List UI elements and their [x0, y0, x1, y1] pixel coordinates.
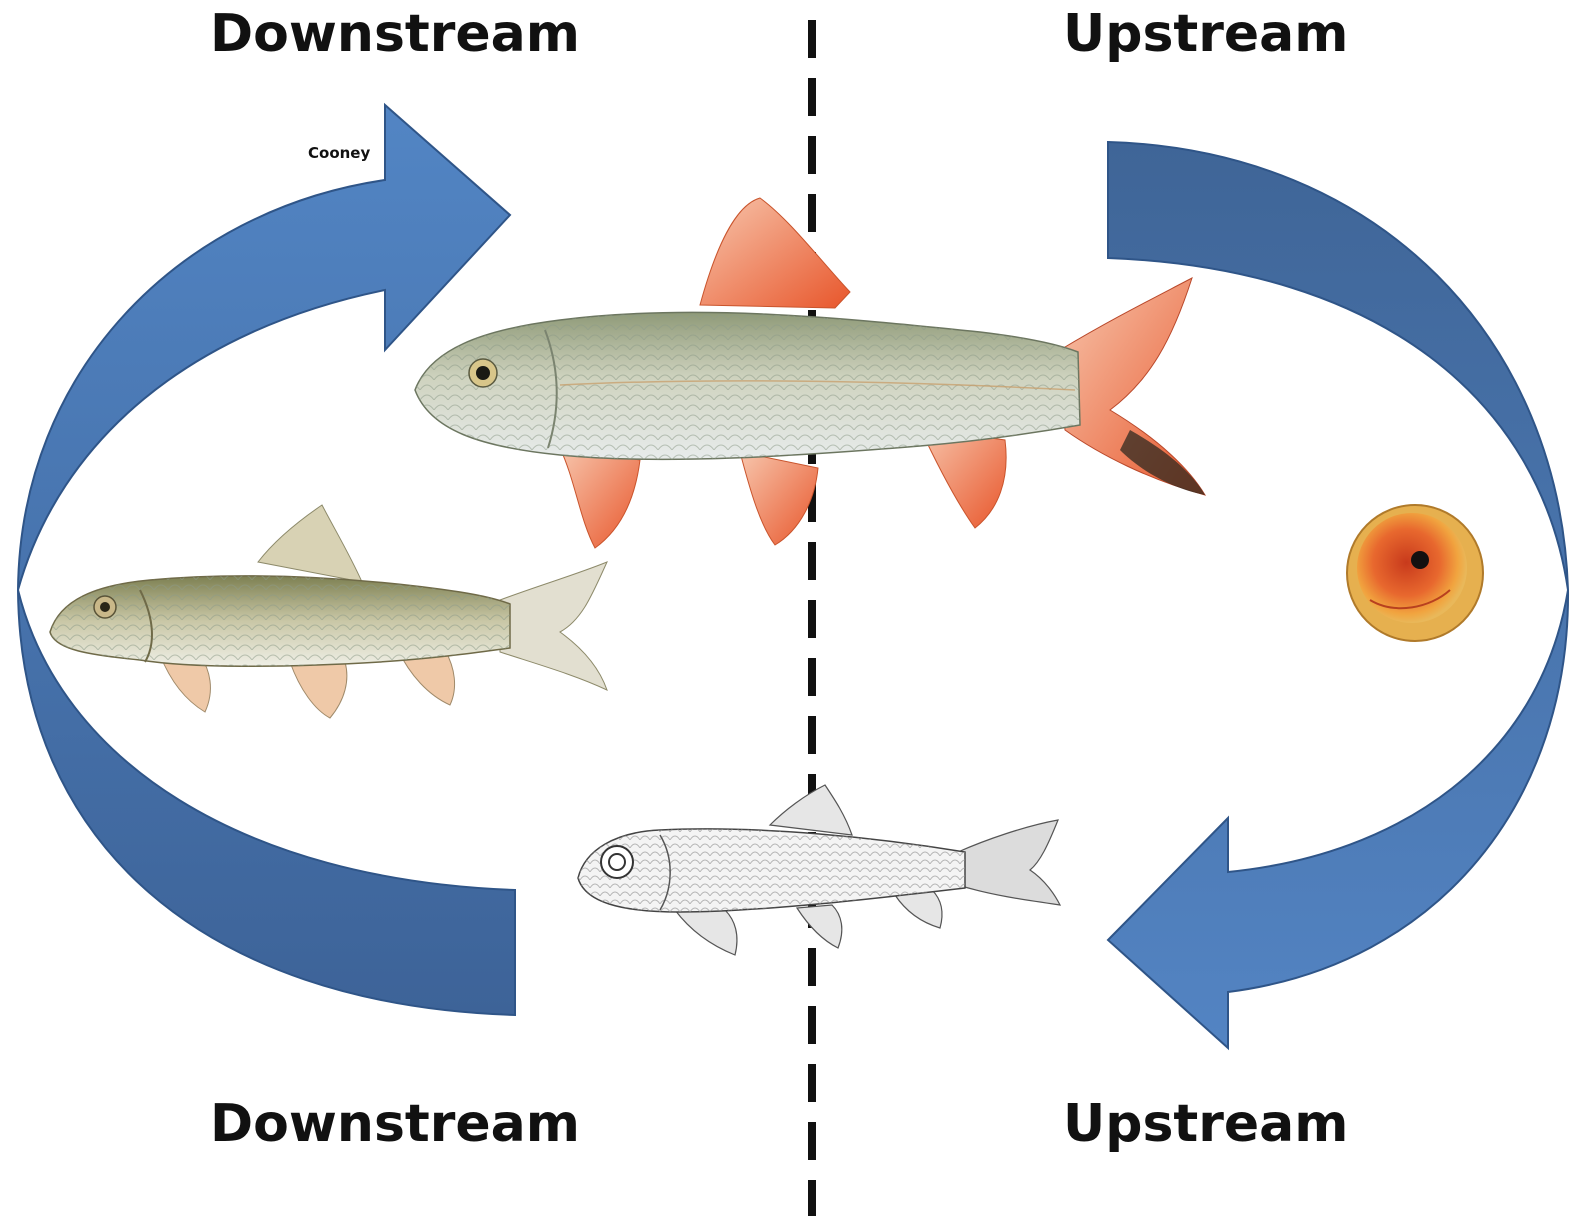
label-downstream-bottom: Downstream	[210, 1094, 580, 1154]
label-upstream-top: Upstream	[1063, 4, 1348, 64]
egg-icon	[1347, 505, 1483, 641]
artist-credit: Cooney	[308, 144, 370, 162]
label-upstream-bottom: Upstream	[1063, 1094, 1348, 1154]
adult-fish-icon	[415, 198, 1205, 548]
juvenile-fish-icon	[50, 505, 607, 718]
cycle-arrow-right	[1108, 142, 1568, 1048]
label-downstream-top: Downstream	[210, 4, 580, 64]
larva-fish-icon	[578, 785, 1060, 955]
